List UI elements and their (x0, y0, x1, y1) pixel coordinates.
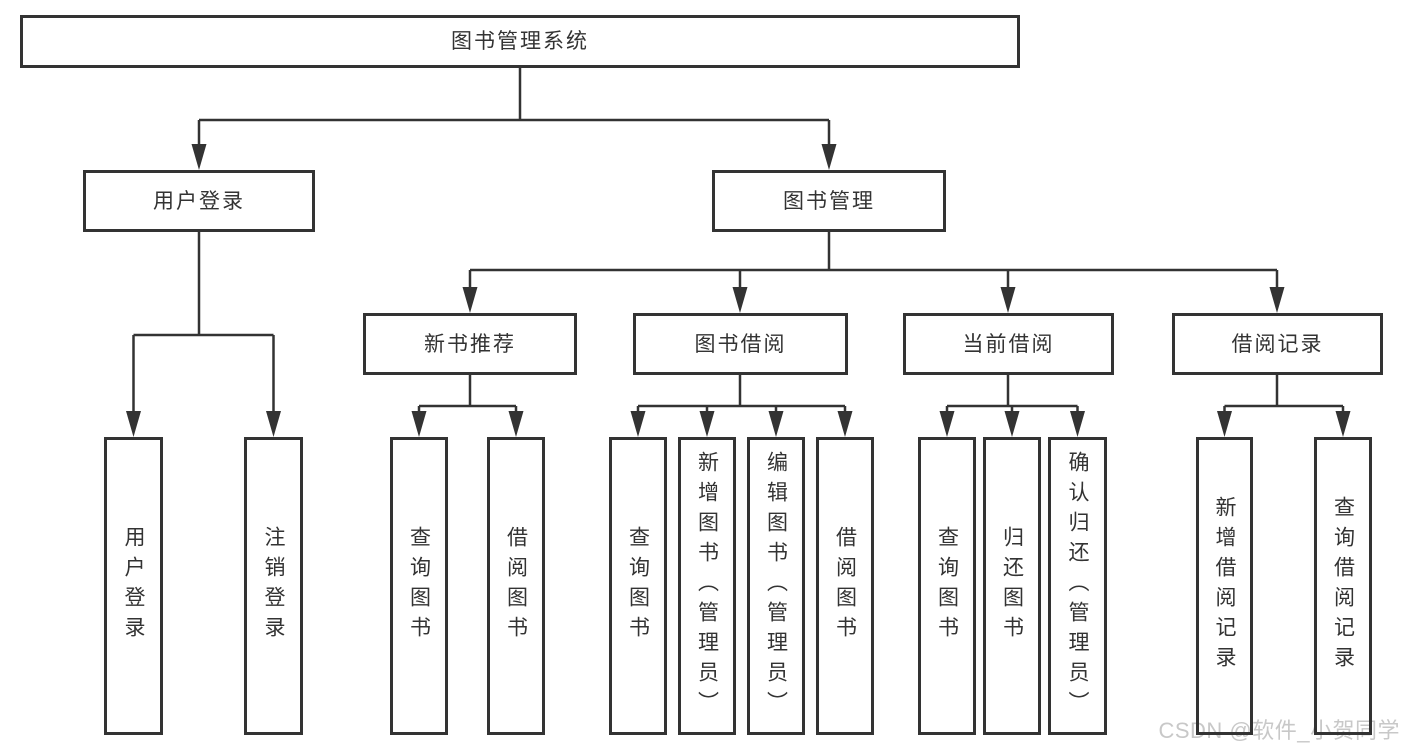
arrowhead-icons (126, 144, 1351, 437)
node-book-management: 图书管理 (712, 170, 946, 232)
node-new-book-recommend-label: 新书推荐 (424, 332, 516, 356)
leaf-edit-book-admin-label: 编辑图书（管理员） (764, 451, 788, 721)
leaf-add-borrow-record-label: 新增借阅记录 (1213, 496, 1236, 676)
leaf-return-book-label: 归还图书 (1000, 526, 1024, 646)
leaf-query-books-borrow: 查询图书 (609, 437, 667, 735)
leaf-borrow-books-recommend-label: 借阅图书 (504, 526, 528, 646)
leaf-borrow-books-borrow-label: 借阅图书 (833, 526, 857, 646)
node-user-login: 用户登录 (83, 170, 315, 232)
leaf-query-books-borrow-label: 查询图书 (626, 526, 650, 646)
leaf-add-borrow-record: 新增借阅记录 (1196, 437, 1253, 735)
leaf-borrow-books-borrow: 借阅图书 (816, 437, 874, 735)
leaf-user-login: 用户登录 (104, 437, 163, 735)
node-borrowing-records: 借阅记录 (1172, 313, 1383, 375)
leaf-query-books-recommend-label: 查询图书 (407, 526, 431, 646)
node-current-borrowing-label: 当前借阅 (962, 332, 1055, 356)
node-root-system: 图书管理系统 (20, 15, 1020, 68)
leaf-logout: 注销登录 (244, 437, 303, 735)
leaf-query-borrow-record-label: 查询借阅记录 (1331, 496, 1355, 676)
node-book-management-label: 图书管理 (783, 189, 875, 213)
leaf-confirm-return-admin: 确认归还（管理员） (1048, 437, 1107, 735)
node-book-borrowing-label: 图书借阅 (694, 332, 787, 356)
node-current-borrowing: 当前借阅 (903, 313, 1114, 375)
leaf-add-book-admin-label: 新增图书（管理员） (695, 451, 719, 721)
node-borrowing-records-label: 借阅记录 (1231, 332, 1324, 356)
leaf-borrow-books-recommend: 借阅图书 (487, 437, 545, 735)
node-book-borrowing: 图书借阅 (633, 313, 848, 375)
leaf-user-login-label: 用户登录 (122, 526, 145, 646)
node-user-login-label: 用户登录 (153, 189, 245, 213)
leaf-query-books-current: 查询图书 (918, 437, 976, 735)
leaf-add-book-admin: 新增图书（管理员） (678, 437, 736, 735)
leaf-query-borrow-record: 查询借阅记录 (1314, 437, 1372, 735)
node-root-label: 图书管理系统 (451, 30, 589, 53)
leaf-confirm-return-admin-label: 确认归还（管理员） (1066, 451, 1089, 721)
leaf-return-book: 归还图书 (983, 437, 1041, 735)
leaf-logout-label: 注销登录 (262, 526, 285, 646)
leaf-query-books-current-label: 查询图书 (935, 526, 959, 646)
leaf-edit-book-admin: 编辑图书（管理员） (747, 437, 805, 735)
leaf-query-books-recommend: 查询图书 (390, 437, 448, 735)
node-new-book-recommend: 新书推荐 (363, 313, 577, 375)
